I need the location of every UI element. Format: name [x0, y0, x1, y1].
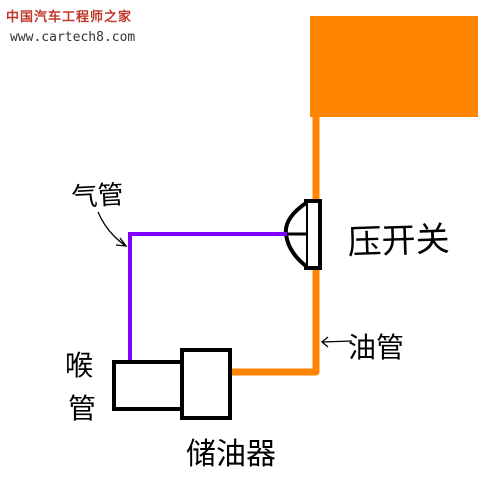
oil-pipe-label: 油管: [348, 331, 404, 364]
throat-pipe-char-2: 管: [68, 392, 96, 425]
throat-pipe-label: 喉 管: [65, 349, 96, 425]
pressure-switch-body: [304, 199, 322, 270]
throat-pipe-char-1: 喉: [65, 349, 93, 382]
pressure-switch-label: 压开关: [347, 219, 450, 263]
oil-reservoir-label: 储油器: [186, 437, 276, 472]
oil-reservoir-box: [180, 348, 232, 420]
watermark-site-name: 中国汽车工程师之家: [6, 10, 133, 25]
oil-pipe-leader-arrow: [320, 336, 353, 348]
oil-tank: [310, 16, 478, 117]
air-pipe-line: [128, 232, 287, 362]
air-pipe-leader-arrow: [97, 211, 128, 247]
air-pipe-label: 气管: [71, 180, 125, 213]
watermark-url: www.cartech8.com: [10, 30, 136, 45]
throat-pipe-box: [112, 360, 184, 411]
